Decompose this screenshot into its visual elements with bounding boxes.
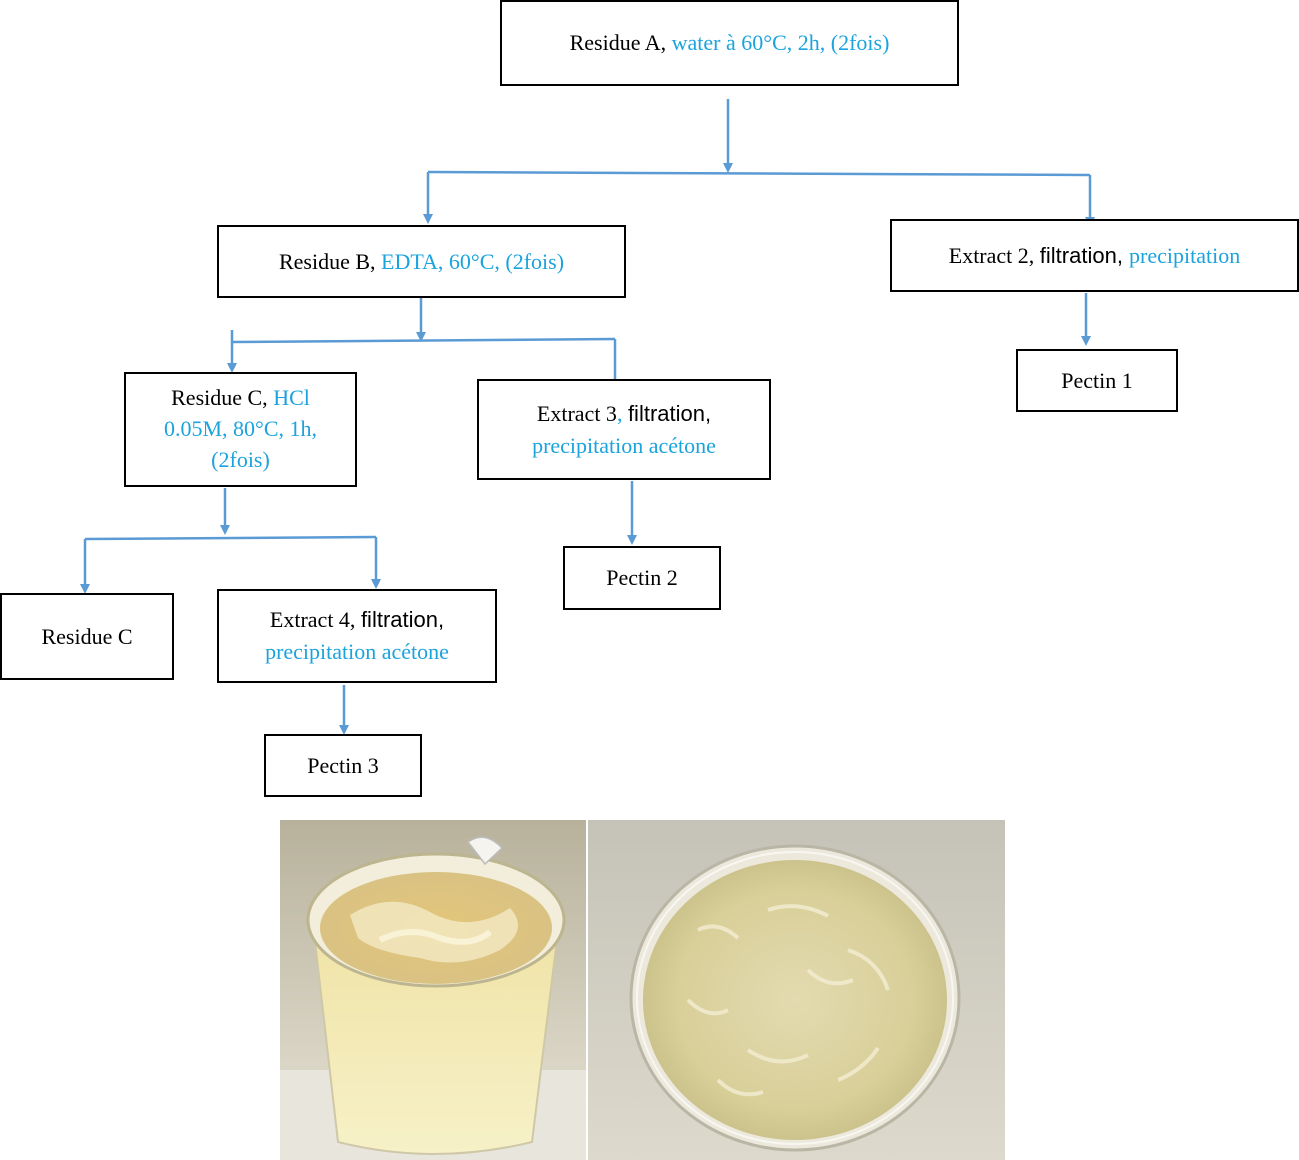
extract-4-step: filtration, (360, 607, 445, 633)
pectin-1-box: Pectin 1 (1016, 349, 1178, 412)
branch-line-level-2 (231, 337, 616, 344)
residue-a-label: Residue A, (569, 30, 672, 56)
extract-3-label: Extract 3 (536, 400, 617, 426)
residue-c-condition-1: HCl (273, 385, 310, 411)
residue-b-label: Residue B, (278, 248, 382, 274)
extract-4-condition: precipitation acétone (265, 639, 449, 664)
branch-line-level-3 (84, 535, 377, 541)
pectin-3-label: Pectin 3 (307, 752, 379, 778)
extract-3-condition: precipitation acétone (532, 432, 716, 458)
extract-3-separator: , (616, 400, 628, 426)
extract-4-box: Extract 4, filtration, precipitation acé… (217, 589, 497, 683)
extract-3-box: Extract 3, filtration, precipitation acé… (477, 379, 771, 480)
residue-c-condition-2: 0.05M, 80°C, 1h, (163, 416, 318, 442)
extract-2-box: Extract 2, filtration, precipitation (890, 219, 1299, 292)
petri-dish-photo (588, 820, 1005, 1160)
residue-c-final-label: Residue C (41, 623, 133, 649)
pectin-2-box: Pectin 2 (563, 546, 721, 610)
extract-2-condition: precipitation (1129, 242, 1241, 268)
extract-3-step: filtration, (627, 400, 712, 426)
residue-c-condition-3: (2fois) (211, 446, 270, 472)
branch-line-level-1 (427, 170, 1091, 177)
extract-4-label: Extract 4, (269, 607, 361, 633)
residue-c-box: Residue C, HCl 0.05M, 80°C, 1h, (2fois) (124, 372, 357, 487)
residue-b-condition: EDTA, 60°C, (2fois) (381, 248, 565, 274)
extract-2-label: Extract 2, (948, 242, 1040, 268)
pectin-2-label: Pectin 2 (606, 565, 678, 591)
residue-b-box: Residue B, EDTA, 60°C, (2fois) (217, 225, 626, 298)
extract-2-step: filtration, (1039, 242, 1130, 268)
residue-c-final-box: Residue C (0, 593, 174, 680)
residue-a-box: Residue A, water à 60°C, 2h, (2fois) (500, 0, 959, 86)
residue-c-label: Residue C, (171, 385, 274, 411)
pectin-3-box: Pectin 3 (264, 734, 422, 797)
beaker-photo (280, 820, 586, 1160)
pectin-1-label: Pectin 1 (1061, 367, 1133, 393)
residue-a-condition: water à 60°C, 2h, (2fois) (671, 30, 890, 56)
